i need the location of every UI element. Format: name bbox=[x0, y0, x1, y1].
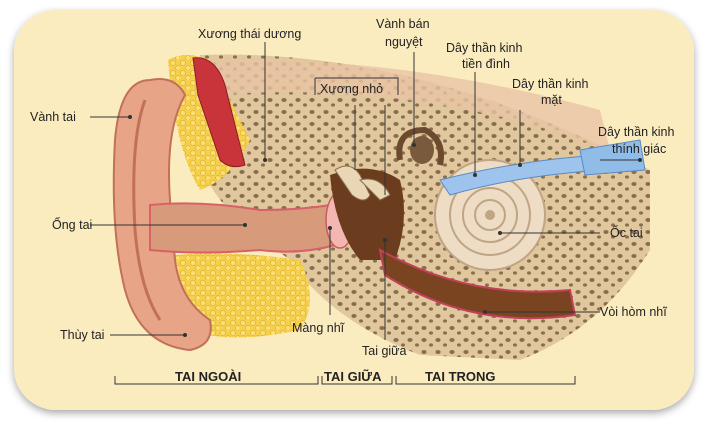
label-vanh-ban-nguyet-2: nguyệt bbox=[385, 35, 423, 49]
eustachian-tube-shape bbox=[378, 248, 577, 320]
label-tien-dinh-1: Dây thần kinh bbox=[446, 41, 522, 55]
ossicles-shape-2 bbox=[359, 178, 391, 201]
semicircular-canals-shape bbox=[396, 126, 444, 166]
auditory-nerve-end bbox=[579, 139, 646, 176]
label-mat-1: Dây thần kinh bbox=[512, 77, 588, 91]
label-oc-tai: Ốc tai bbox=[610, 225, 643, 240]
label-thinh-giac-1: Dây thần kinh bbox=[598, 125, 674, 139]
label-mang-nhi: Màng nhĩ bbox=[292, 321, 345, 335]
pinna-fold bbox=[132, 99, 162, 321]
label-tien-dinh-2: tiền đình bbox=[462, 57, 510, 71]
label-xuong-thai-duong: Xương thái dương bbox=[198, 27, 301, 41]
temporal-bone bbox=[190, 54, 650, 361]
vestibule bbox=[410, 136, 434, 164]
label-thinh-giac-2: thính giác bbox=[612, 142, 666, 156]
label-vanh-ban-nguyet-1: Vành bán bbox=[376, 17, 430, 31]
section-tai-ngoai: TAI NGOÀI bbox=[175, 369, 241, 384]
label-xuong-nho: Xương nhỏ bbox=[320, 82, 383, 96]
label-thuy-tai: Thùy tai bbox=[60, 328, 104, 342]
section-brackets bbox=[114, 376, 576, 385]
leader-lines bbox=[90, 42, 642, 340]
fat-lower bbox=[175, 253, 310, 338]
label-ong-tai: Ống tai bbox=[52, 217, 92, 232]
label-mat-2: mặt bbox=[541, 93, 562, 107]
ear-canal bbox=[149, 202, 337, 254]
section-tai-trong: TAI TRONG bbox=[425, 369, 496, 384]
label-tai-giua: Tai giữa bbox=[362, 344, 407, 358]
ossicles-shape bbox=[334, 165, 371, 201]
label-voi-hom-nhi: Vòi hòm nhĩ bbox=[600, 305, 667, 319]
label-vanh-tai: Vành tai bbox=[30, 110, 76, 124]
skin-layer bbox=[210, 59, 610, 151]
section-tai-giua: TAI GIỮA bbox=[324, 369, 382, 384]
muscle bbox=[192, 57, 246, 168]
